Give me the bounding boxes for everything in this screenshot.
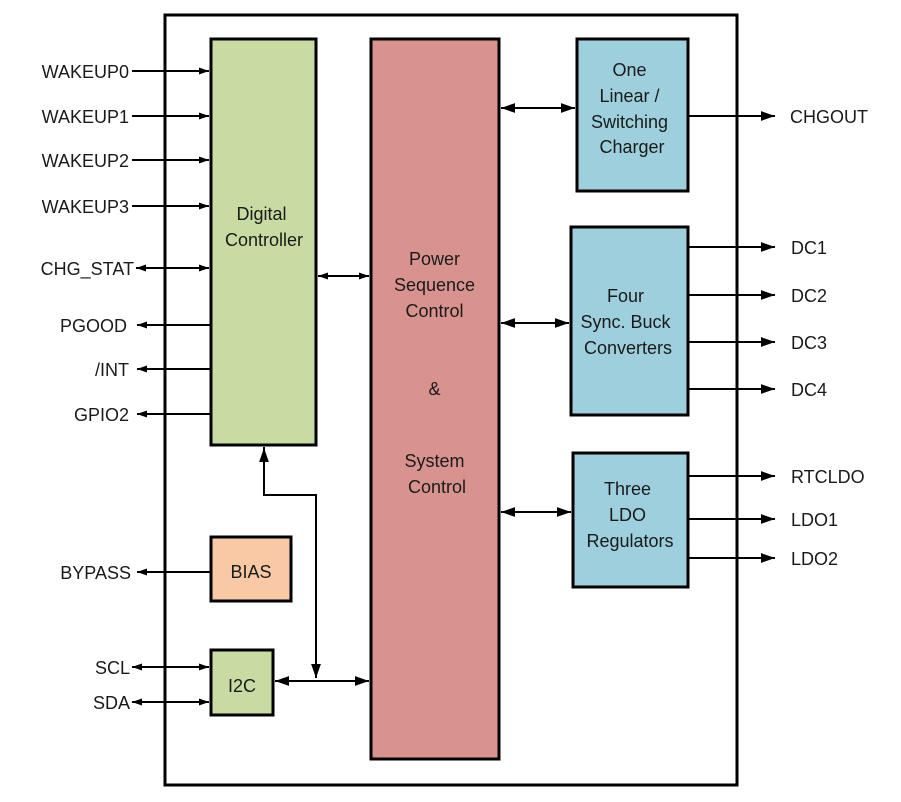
power-sequence-line-2: Sequence (394, 275, 475, 295)
pgood-label: PGOOD (60, 316, 127, 336)
power-sequence-line-1: Power (409, 249, 460, 269)
digital-controller-label: Digital Controller (225, 204, 303, 250)
dc2-label: DC2 (791, 286, 827, 306)
ldo1-label: LDO1 (791, 510, 838, 530)
dc1-label: DC1 (791, 238, 827, 258)
ldo-regulators-block (571, 451, 690, 589)
charger-block (575, 37, 690, 193)
sda-label: SDA (93, 693, 130, 713)
buck-converters-block (569, 225, 690, 417)
buck-line-2: Sync. Buck (580, 312, 671, 332)
ldo-line-3: Regulators (586, 531, 673, 551)
charger-line-2: Linear / (599, 86, 659, 106)
charger-line-1: One (612, 60, 646, 80)
power-sequence-line-5: System (404, 451, 464, 471)
ldo-line-2: LDO (609, 505, 646, 525)
rtcldo-label: RTCLDO (791, 467, 865, 487)
chgout-label: CHGOUT (790, 107, 868, 127)
i2c-label: I2C (228, 676, 256, 696)
power-sequence-block (369, 37, 501, 761)
wakeup3-label: WAKEUP3 (42, 197, 129, 217)
gpio2-label: GPIO2 (74, 405, 129, 425)
wakeup1-label: WAKEUP1 (42, 107, 129, 127)
wakeup0-label: WAKEUP0 (42, 62, 129, 82)
bypass-label: BYPASS (60, 563, 131, 583)
ldo2-label: LDO2 (791, 549, 838, 569)
charger-line-4: Charger (599, 137, 664, 157)
wakeup2-label: WAKEUP2 (42, 151, 129, 171)
buck-line-3: Converters (584, 338, 672, 358)
power-sequence-label: Power Sequence Control & System Control (394, 249, 480, 497)
buck-label: Four Sync. Buck Converters (580, 286, 675, 358)
chg-stat-label: CHG_STAT (41, 259, 134, 280)
charger-label: One Linear / Switching Charger (591, 60, 673, 157)
int-label: /INT (95, 360, 129, 380)
dc4-label: DC4 (791, 380, 827, 400)
scl-label: SCL (95, 658, 130, 678)
bias-block (209, 535, 293, 603)
buck-line-1: Four (607, 286, 644, 306)
charger-line-3: Switching (591, 112, 668, 132)
power-sequence-line-6: Control (408, 477, 466, 497)
ldo-line-1: Three (604, 479, 651, 499)
i2c-block (209, 648, 275, 717)
power-sequence-line-3: Control (405, 301, 463, 321)
digital-controller-line-2: Controller (225, 230, 303, 250)
ldo-label: Three LDO Regulators (586, 479, 673, 551)
dc3-label: DC3 (791, 333, 827, 353)
digital-controller-block (209, 37, 318, 447)
digital-controller-line-1: Digital (236, 204, 286, 224)
bias-label: BIAS (230, 562, 271, 582)
power-sequence-line-4: & (428, 379, 440, 399)
